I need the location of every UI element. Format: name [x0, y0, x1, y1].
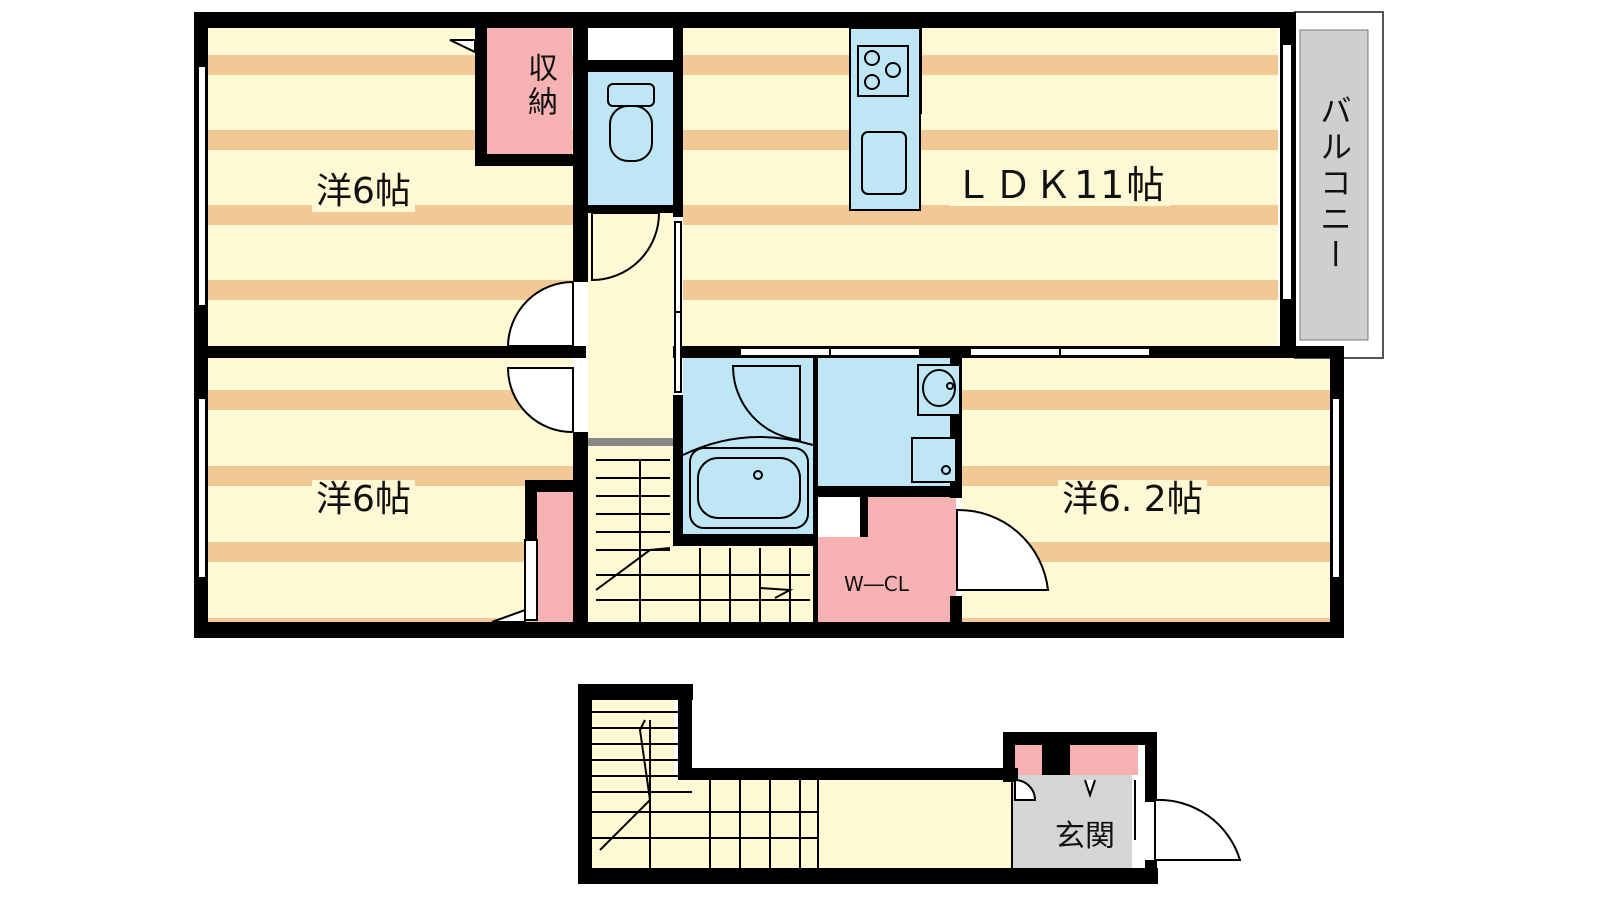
- entrance-label: 玄関: [1055, 819, 1115, 854]
- balcony-label: バルコニー: [1315, 94, 1353, 274]
- room-label-western-right: 洋6. 2帖: [1058, 480, 1207, 520]
- kitchen-counter: [849, 27, 921, 211]
- sliding-partitions: [674, 221, 1151, 393]
- walk-in-closet-label: W―CL: [840, 572, 913, 596]
- bathtub: [682, 436, 814, 529]
- doors: [449, 39, 1050, 623]
- entrance-doors: [1014, 778, 1242, 861]
- closet-lower: [537, 492, 573, 623]
- lower-hall-floor: [674, 780, 1012, 868]
- toilet-fixture: [607, 83, 655, 162]
- closet-upper: [487, 28, 572, 154]
- room-label-western-upper-left: 洋6帖: [312, 172, 415, 212]
- stairs-lower-steps: [592, 711, 1013, 868]
- washbasin: [911, 364, 961, 483]
- windows: [197, 43, 1341, 579]
- room-label-ldk: ＬＤＫ11帖: [950, 164, 1171, 206]
- closet-label: 収納: [522, 52, 557, 120]
- stairs-upper-steps: [595, 459, 810, 622]
- walls-lower: [578, 684, 1158, 884]
- room-label-western-lower-left: 洋6帖: [312, 480, 415, 520]
- lower-stairs-floor: [592, 700, 674, 868]
- shoe-box-right: [1070, 745, 1138, 775]
